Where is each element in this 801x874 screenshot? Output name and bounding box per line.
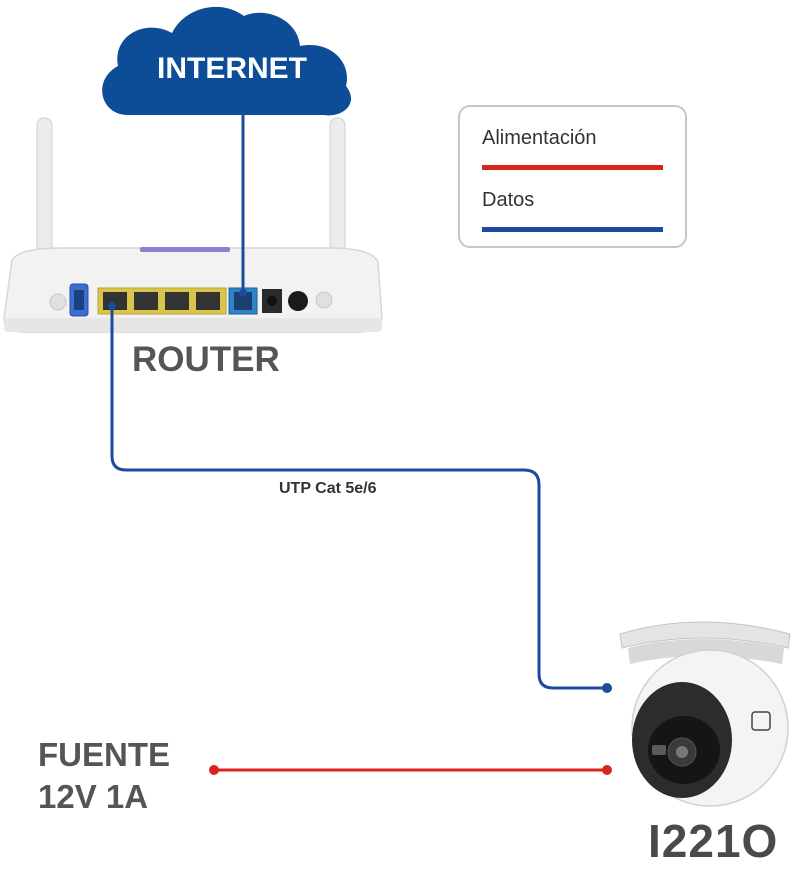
legend-label-data: Datos bbox=[482, 189, 535, 211]
legend-swatch-data bbox=[482, 227, 663, 232]
internet-label: INTERNET bbox=[157, 52, 307, 85]
power-source-line2: 12V 1A bbox=[38, 778, 149, 815]
camera-model-label: I221O bbox=[648, 815, 779, 867]
cable-label: UTP Cat 5e/6 bbox=[279, 480, 377, 497]
legend-swatch-power bbox=[482, 165, 663, 170]
legend-box: Alimentación Datos bbox=[458, 105, 687, 248]
power-source-label: FUENTE 12V 1A bbox=[38, 734, 170, 818]
router-label: ROUTER bbox=[132, 340, 280, 379]
camera-icon bbox=[619, 621, 791, 807]
power-source-line1: FUENTE bbox=[38, 736, 170, 773]
lan-ports-icon bbox=[97, 287, 227, 315]
router-icon bbox=[3, 117, 383, 333]
legend-label-power: Alimentación bbox=[482, 127, 597, 149]
internet-cloud-icon bbox=[102, 6, 352, 116]
